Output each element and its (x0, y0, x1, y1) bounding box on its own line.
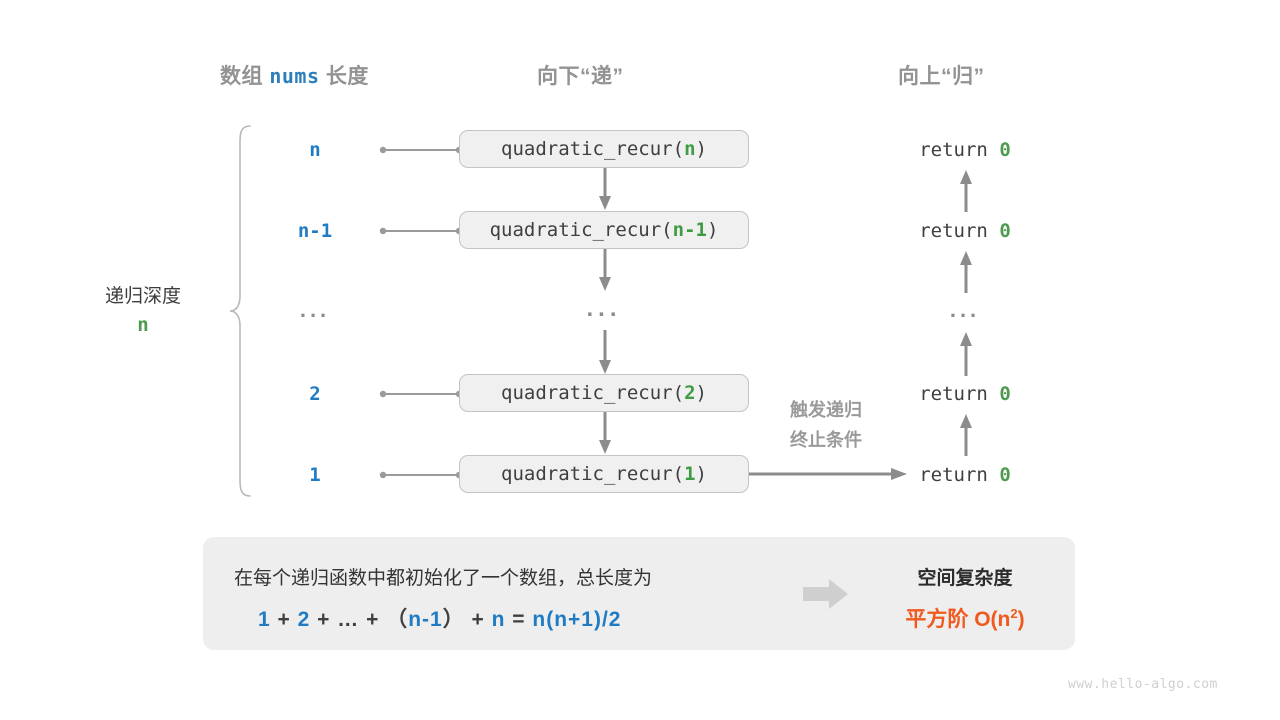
return-row-5: return 0 (865, 464, 1065, 486)
call-suffix-row-4: ) (695, 382, 707, 404)
summary-panel (203, 537, 1075, 650)
size-value-row-1: n (309, 139, 321, 161)
depth-brace (228, 124, 254, 498)
return-value-row-1: 0 (999, 139, 1011, 161)
header-descend: 向下“递” (537, 65, 624, 88)
size-value-row-5: 1 (309, 464, 321, 486)
up-arrow-1 (958, 168, 974, 212)
call-prefix-row-5: quadratic_recur( (501, 463, 685, 485)
formula-part-3: + … + （ (310, 608, 409, 631)
space-complexity-title: 空间复杂度 (917, 568, 1013, 589)
formula-part-2: 2 (297, 608, 311, 631)
call-suffix-row-2: ) (706, 219, 719, 241)
call-suffix-row-1: ) (695, 138, 707, 160)
space-complexity-value: 平方阶 O(n2) (865, 603, 1065, 633)
return-value-row-5: 0 (999, 464, 1011, 486)
return-keyword-row-4: return (919, 383, 988, 405)
header-array-suffix: 长度 (319, 65, 369, 88)
call-arg-row-2: n-1 (672, 219, 707, 241)
call-prefix-row-2: quadratic_recur( (489, 219, 673, 241)
down-arrow-1 (597, 168, 613, 212)
formula-part-8: n(n+1)/2 (532, 608, 622, 631)
termination-note-line-1: 触发递归 (790, 400, 862, 420)
header-ascend: 向上“归” (898, 65, 985, 88)
formula-part-4: n-1 (408, 608, 443, 631)
space-complexity-value-text: 平方阶 O(n (905, 608, 1011, 631)
return-keyword-row-2: return (919, 220, 988, 242)
call-box-row-2[interactable]: quadratic_recur(n-1) (459, 211, 749, 249)
return-row-3: ... (949, 297, 981, 322)
call-prefix-row-4: quadratic_recur( (501, 382, 685, 404)
space-complexity-exponent: 2 (1010, 606, 1018, 621)
call-box-row-3: ... (586, 295, 622, 322)
formula-part-5: ） + (442, 608, 492, 631)
call-box-row-4[interactable]: quadratic_recur(2) (459, 374, 749, 412)
formula-part-1: + (270, 608, 298, 631)
call-arg-row-4: 2 (684, 382, 696, 404)
size-value-row-2: n-1 (297, 220, 333, 242)
down-arrow-4 (597, 412, 613, 456)
header-array-nums: nums (269, 64, 320, 88)
call-box-row-5[interactable]: quadratic_recur(1) (459, 455, 749, 493)
return-value-row-4: 0 (999, 383, 1011, 405)
call-box-row-1[interactable]: quadratic_recur(n) (459, 130, 749, 168)
call-suffix-row-5: ) (695, 463, 707, 485)
return-keyword-row-5: return (919, 464, 988, 486)
header-array-prefix: 数组 (220, 65, 270, 88)
summary-description: 在每个递归函数中都初始化了一个数组，总长度为 (234, 568, 653, 589)
termination-note-line-2: 终止条件 (790, 429, 862, 450)
return-keyword-row-1: return (919, 139, 988, 161)
down-arrow-2 (597, 249, 613, 293)
return-row-1: return 0 (865, 139, 1065, 161)
base-case-arrow (749, 466, 909, 482)
size-value-row-3: ... (299, 297, 331, 322)
recursion-depth-label: 递归深度 n (78, 282, 208, 341)
down-arrow-3 (597, 330, 613, 376)
return-value-row-2: 0 (999, 220, 1011, 242)
formula-part-7: = (505, 608, 533, 631)
return-row-4: return 0 (865, 383, 1065, 405)
header-array-length: 数组 nums 长度 (220, 60, 369, 90)
watermark: www.hello-algo.com (1068, 677, 1218, 692)
call-arg-row-1: n (684, 138, 696, 160)
connector-row-1 (378, 143, 464, 155)
up-arrow-4 (958, 412, 974, 456)
size-value-row-4: 2 (309, 383, 321, 405)
recursion-depth-value: n (137, 314, 149, 337)
formula-part-0: 1 (258, 608, 271, 631)
return-row-2: return 0 (865, 220, 1065, 242)
summary-formula: 1 + 2 + … + （n-1） + n = n(n+1)/2 (258, 603, 622, 633)
connector-row-4 (378, 387, 464, 399)
connector-row-5 (378, 468, 464, 480)
formula-part-6: n (491, 608, 506, 631)
up-arrow-2 (958, 249, 974, 293)
connector-row-2 (378, 224, 464, 236)
call-arg-row-5: 1 (684, 463, 696, 485)
call-prefix-row-1: quadratic_recur( (501, 138, 685, 160)
space-complexity-value-tail: ) (1017, 608, 1025, 631)
up-arrow-3 (958, 330, 974, 376)
recursion-depth-text: 递归深度 (104, 286, 181, 307)
termination-note: 触发递归 终止条件 (756, 396, 896, 455)
summary-arrow-icon (803, 578, 849, 615)
